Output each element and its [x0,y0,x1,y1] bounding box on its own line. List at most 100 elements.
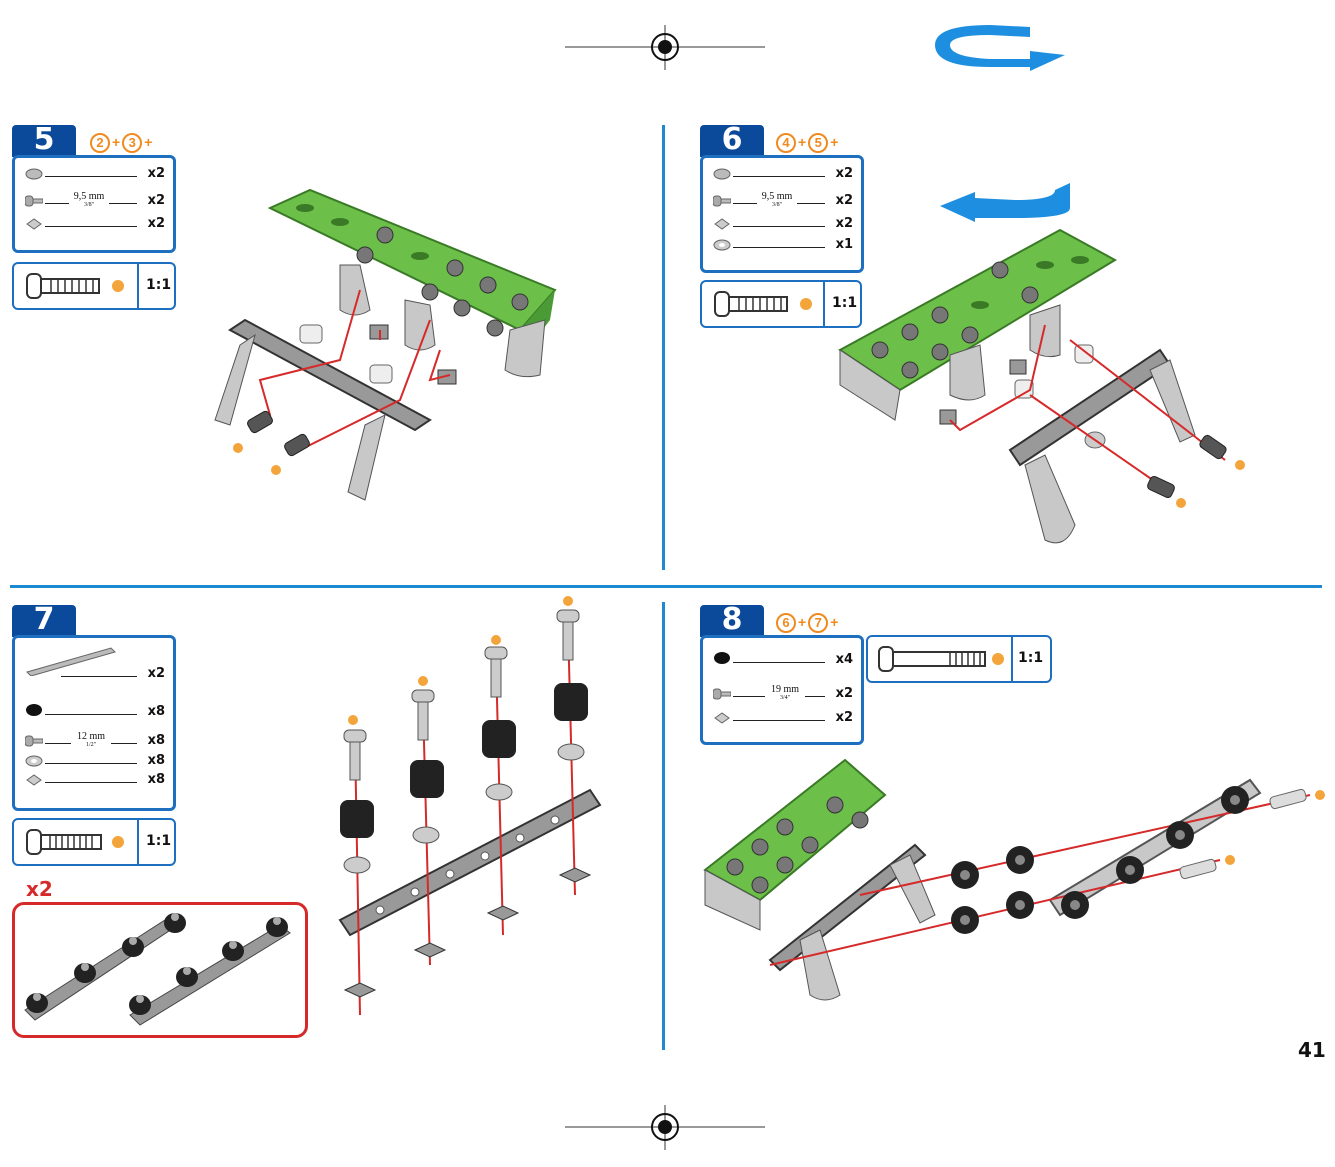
registration-mark-bottom [565,1105,765,1150]
strip-icon [26,647,116,676]
scale-reference: 1:1 [12,262,176,310]
part-quantity: x2 [147,216,165,231]
divider-vertical-bottom [662,602,665,1050]
scale-ratio: 1:1 [146,277,172,293]
square-nut-icon [26,774,42,786]
step-number-badge: 5 [12,125,76,157]
prereq-step: 2 [90,133,110,153]
screw-icon [713,688,731,700]
prereq-step: 5 [808,133,829,153]
scale-reference: 1:1 [866,635,1052,683]
scale-reference: 1:1 [12,818,176,866]
divider-horizontal [10,585,1322,588]
rotate-left-arrow-icon [940,183,1070,222]
part-row: x2 [21,166,165,184]
repeat-multiplier: x2 [26,877,53,901]
repeat-result-box [12,902,308,1038]
part-code-icon [800,298,812,310]
black-spacer-icon [26,704,42,716]
part-row: x8 [21,772,165,790]
part-quantity: x4 [835,652,853,667]
prereq-step: 3 [122,133,143,153]
page-number: 41 [1298,1038,1326,1062]
prereq-step: 7 [808,613,829,633]
scale-ratio: 1:1 [146,833,172,849]
part-code-icon [112,280,124,292]
part-quantity: x2 [147,166,165,181]
part-quantity: x8 [147,733,165,748]
registration-mark-top [565,25,765,70]
step-number-badge: 7 [12,605,76,637]
screw-length-mm: 12 mm [76,731,106,742]
step-number-badge: 8 [700,605,764,637]
step-number-badge: 6 [700,125,764,157]
part-quantity: x2 [835,710,853,725]
screw-icon [25,735,43,747]
part-code-icon [112,836,124,848]
prerequisite-steps: 2+3+ [90,133,154,153]
prereq-step: 4 [776,133,796,153]
part-quantity: x2 [147,193,165,208]
small-nut-icon [713,168,731,180]
part-quantity: x2 [835,193,853,208]
black-spacer-icon [714,652,730,664]
square-nut-icon [714,218,730,230]
washer-icon [25,755,43,767]
screw-length-mm: 9,5 mm [73,191,105,202]
step-6-assembly-illustration [838,228,1245,544]
small-nut-icon [25,168,43,180]
part-quantity: x1 [835,237,853,252]
square-nut-icon [26,218,42,230]
prereq-step: 6 [776,613,796,633]
scale-reference: 1:1 [700,280,862,328]
part-code-icon [992,653,1004,665]
divider-vertical-top [662,125,665,570]
part-quantity: x2 [147,666,165,681]
part-quantity: x2 [835,166,853,181]
part-row: x2 [21,216,165,234]
scale-ratio: 1:1 [832,295,858,311]
rotate-right-arrow-icon [935,25,1065,71]
part-quantity: x8 [147,753,165,768]
step-7-assembly-illustration [338,596,602,1016]
part-row: x2 [709,216,853,234]
finished-strip-illustration [24,913,291,1026]
prerequisite-steps: 4+5+ [776,133,840,153]
screw-scale-icon [26,829,102,855]
part-row: x8 [21,753,165,771]
screw-scale-icon [26,273,100,299]
part-quantity: x8 [147,704,165,719]
part-quantity: x2 [835,216,853,231]
prerequisite-steps: 6+7+ [776,613,840,633]
part-row: x2 [709,166,853,184]
screw-length-in: 1/2" [85,742,97,748]
part-row: x1 [709,237,853,255]
part-quantity: x2 [835,686,853,701]
scale-ratio: 1:1 [1018,650,1044,666]
screw-icon [25,195,43,207]
part-quantity: x8 [147,772,165,787]
screw-icon [713,195,731,207]
part-row: x4 [709,652,853,670]
screw-length-in: 3/8" [771,202,783,208]
step-8-assembly-illustration [703,758,1325,1001]
screw-length-in: 3/4" [779,695,791,701]
screw-length-mm: 9,5 mm [761,191,793,202]
screw-length-mm: 19 mm [770,684,800,695]
screw-scale-icon [878,646,986,672]
screw-length-in: 3/8" [83,202,95,208]
part-row: x8 [21,704,165,722]
screw-scale-icon [714,291,788,317]
washer-icon [713,239,731,251]
